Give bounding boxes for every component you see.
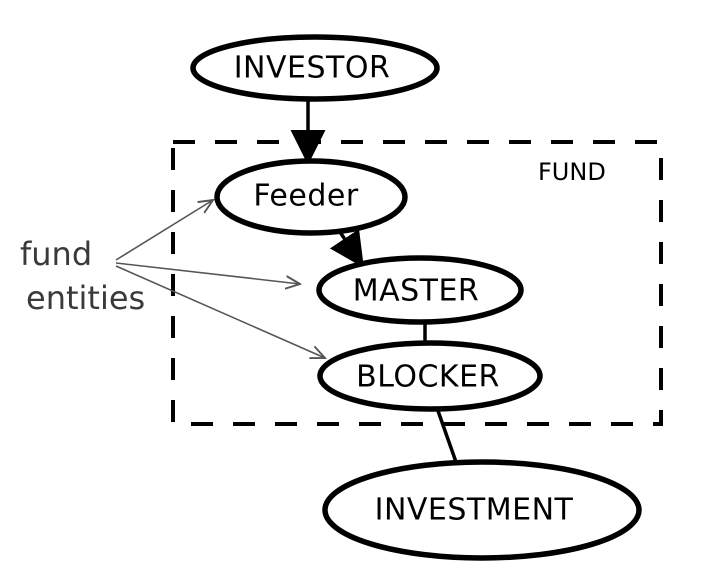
node-investment-label: INVESTMENT [375, 493, 574, 528]
side-label-line1: fund [20, 235, 92, 273]
node-blocker: BLOCKER [317, 340, 543, 412]
annotation-arrow-feeder [115, 200, 213, 261]
node-master-label: MASTER [353, 274, 480, 309]
node-investment: INVESTMENT [322, 459, 642, 561]
side-label-line2: entities [26, 279, 145, 317]
edge-feeder-master [329, 228, 364, 268]
node-blocker-label: BLOCKER [356, 360, 500, 395]
node-investor-label: INVESTOR [234, 51, 391, 86]
fund-label: FUND [538, 158, 606, 186]
fund-boundary [171, 140, 663, 426]
edge-blocker-investment [435, 407, 458, 463]
node-master: MASTER [316, 255, 524, 325]
node-feeder-label: Feeder [253, 179, 359, 214]
annotation-arrow-blocker [115, 265, 325, 358]
node-investor: INVESTOR [190, 34, 440, 102]
annotation-arrow-master [115, 262, 300, 284]
node-feeder: Feeder [214, 158, 408, 236]
